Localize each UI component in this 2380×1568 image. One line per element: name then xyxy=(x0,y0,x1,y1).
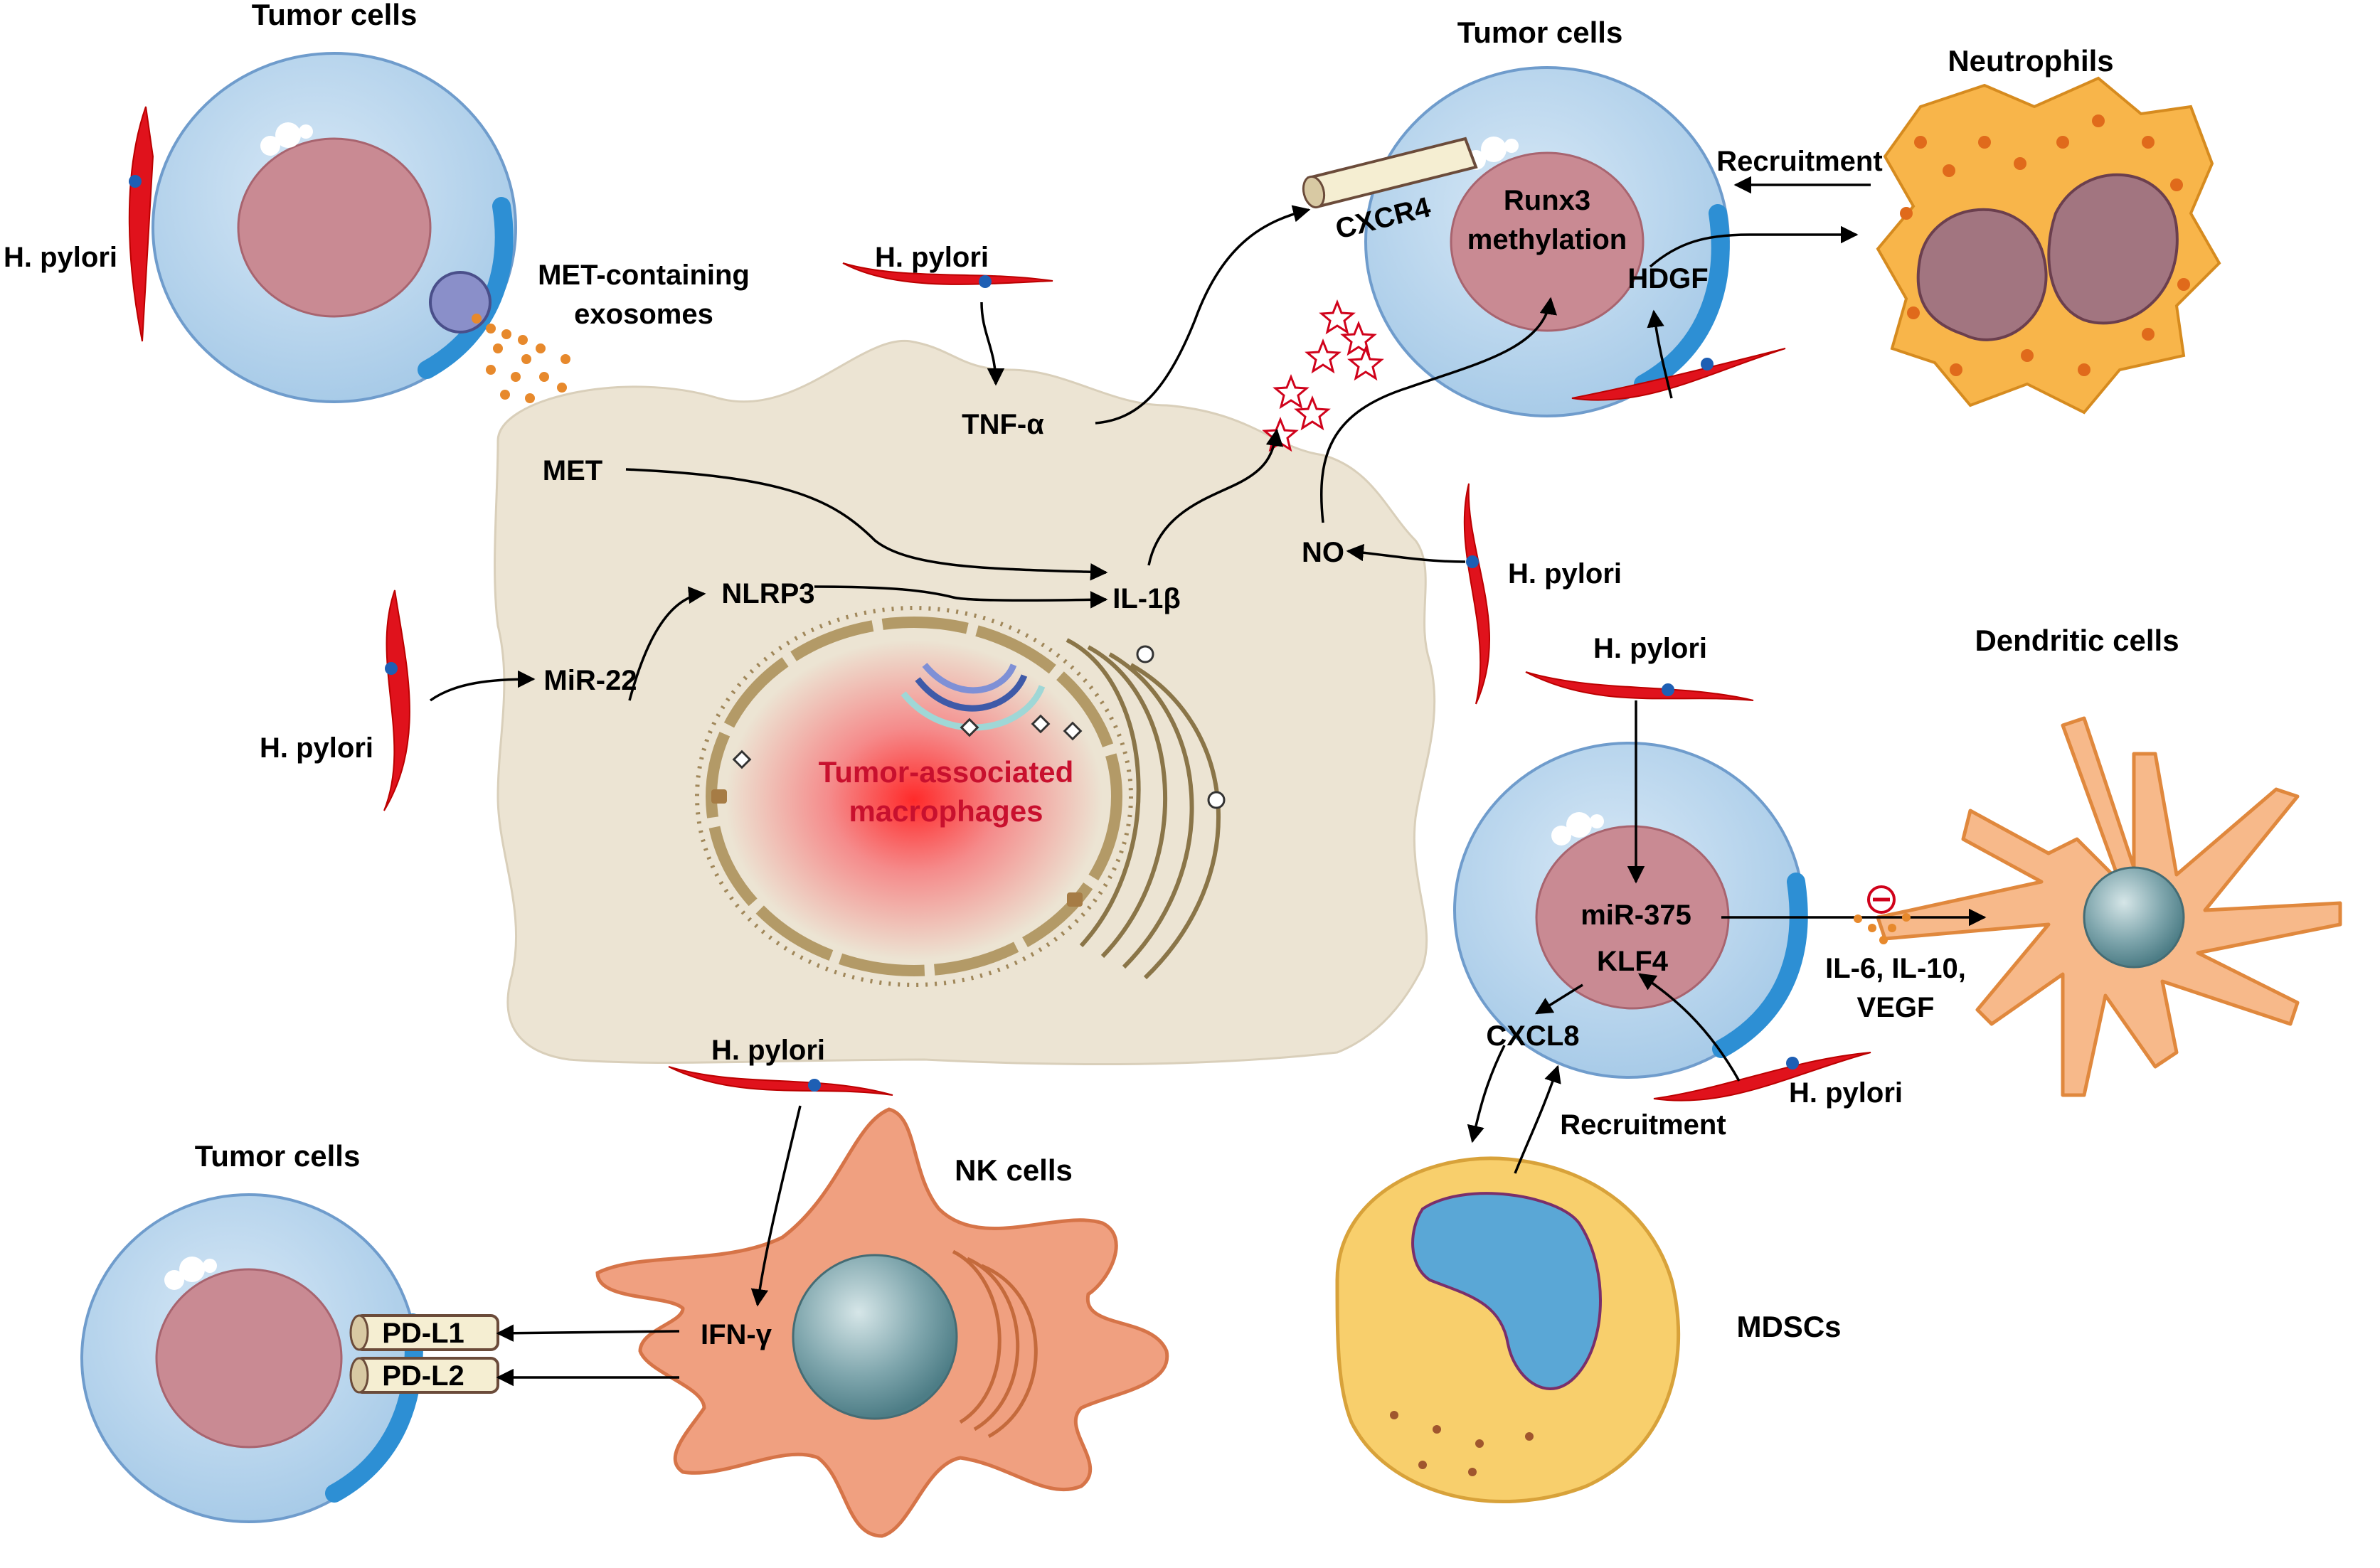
h-pylori-rod-icon xyxy=(842,262,1053,288)
ifn-gamma-label: IFN-γ xyxy=(701,1319,772,1350)
klf4-label: KLF4 xyxy=(1597,946,1669,977)
tumor-cells-tr-label: Tumor cells xyxy=(1457,16,1623,49)
cytokines-label-1: IL-6, IL-10, xyxy=(1825,953,1966,984)
mdsc-cell xyxy=(1335,1156,1681,1504)
hdgf-label: HDGF xyxy=(1627,263,1708,294)
golgi xyxy=(901,663,1046,731)
h-pylori-label-top-center: H. pylori xyxy=(875,242,989,273)
inhibit-minus-icon xyxy=(1854,885,1911,944)
runx3-label-2: methylation xyxy=(1467,224,1627,255)
h-pylori-label-right-mir: H. pylori xyxy=(1593,633,1707,664)
h-pylori-label-left-top: H. pylori xyxy=(4,242,117,273)
pd-l1-receptor xyxy=(349,1314,499,1351)
tumor-cells-bl-label: Tumor cells xyxy=(195,1139,361,1173)
tumor-cell-bottom-left xyxy=(80,1193,499,1523)
neutrophil-cell xyxy=(1876,76,2221,415)
macrophage-cell xyxy=(494,339,1436,1066)
met-exosome-label-2: exosomes xyxy=(574,299,713,330)
cxcr4-receptor xyxy=(1302,137,1478,209)
cytokines-label-2: VEGF xyxy=(1857,992,1935,1023)
mir22-label: MiR-22 xyxy=(543,665,637,696)
dendritic-cell xyxy=(1876,716,2342,1097)
nlrp3-label: NLRP3 xyxy=(721,578,814,609)
h-pylori-label-right-klf: H. pylori xyxy=(1789,1077,1903,1109)
tumor-cells-tl-label: Tumor cells xyxy=(252,0,418,31)
cxcl8-label: CXCL8 xyxy=(1486,1020,1579,1052)
h-pylori-label-left-mid: H. pylori xyxy=(260,732,373,764)
no-label: NO xyxy=(1302,537,1344,568)
nk-cells-label: NK cells xyxy=(955,1153,1073,1187)
labels: Tumor cells Tumor cells Tumor cells Neut… xyxy=(4,0,2179,1392)
tam-label-2: macrophages xyxy=(849,794,1043,828)
h-pylori-rod-icon xyxy=(1571,348,1786,401)
tam-label-1: Tumor-associated xyxy=(819,755,1074,789)
met-exosome-label-1: MET-containing xyxy=(538,260,750,291)
met-label: MET xyxy=(543,455,602,486)
h-pylori-label-right-no: H. pylori xyxy=(1508,558,1622,590)
tumor-cell-mid-right xyxy=(1453,742,1808,1079)
h-pylori-rod-icon xyxy=(1653,1052,1871,1102)
nk-cell xyxy=(595,1107,1169,1538)
tumor-cell-top-left xyxy=(152,52,570,403)
h-pylori-rod-icon xyxy=(383,590,410,811)
recruitment-bottom-label: Recruitment xyxy=(1560,1109,1726,1141)
recruitment-top-label: Recruitment xyxy=(1716,146,1882,177)
h-pylori-label-bottom: H. pylori xyxy=(711,1035,825,1066)
star-cytokine-icon xyxy=(1262,299,1384,452)
er-stacks xyxy=(1066,638,1221,980)
h-pylori-rod-icon xyxy=(1525,671,1754,701)
dendritic-cells-label: Dendritic cells xyxy=(1975,624,2179,657)
tnf-alpha-label: TNF-α xyxy=(962,409,1044,440)
pd-l1-label: PD-L1 xyxy=(382,1318,464,1349)
met-exosome xyxy=(429,271,492,334)
pd-l2-label: PD-L2 xyxy=(382,1360,464,1392)
runx3-label-1: Runx3 xyxy=(1504,185,1590,216)
h-pylori-rod-icon xyxy=(1463,483,1490,705)
h-pylori-rod-icon xyxy=(668,1066,893,1096)
tumor-cell-top-right xyxy=(1302,66,1730,417)
mir375-label: miR-375 xyxy=(1581,900,1691,931)
arrows xyxy=(429,176,1987,1387)
mdscs-label: MDSCs xyxy=(1736,1310,1841,1343)
h-pylori-rod-icon xyxy=(128,106,154,342)
il1b-label: IL-1β xyxy=(1112,583,1181,614)
neutrophils-label: Neutrophils xyxy=(1948,44,2113,78)
